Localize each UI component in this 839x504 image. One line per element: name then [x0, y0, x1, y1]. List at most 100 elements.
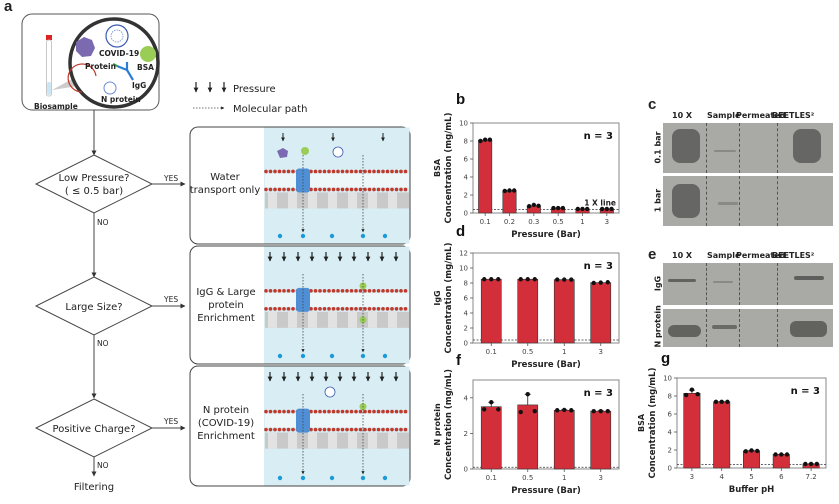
data-point — [584, 206, 590, 212]
lipid-head — [394, 409, 399, 414]
panel-g-letter: g — [661, 350, 670, 367]
igg-icon — [112, 62, 134, 81]
bar — [553, 409, 575, 470]
lane-divider — [706, 263, 707, 305]
covid-icon — [324, 386, 336, 398]
lipid-head — [327, 169, 331, 174]
water-molecule — [277, 353, 283, 359]
lipid-head — [331, 187, 336, 192]
lipid-head — [340, 409, 345, 414]
y-axis-label-analyte: IgG — [433, 290, 442, 305]
outcome-water-line2: transport only — [190, 185, 261, 196]
lipid-head — [273, 307, 277, 311]
lane-divider — [739, 176, 740, 226]
data-point — [478, 138, 483, 144]
data-point — [773, 452, 778, 457]
lipid-head — [340, 427, 345, 432]
outcome-box-0 — [189, 126, 411, 245]
label-covid: COVID-19 — [99, 49, 139, 58]
outcome-igg-line1: IgG & Large — [196, 287, 255, 298]
support-pore — [348, 311, 357, 328]
water-molecule — [382, 233, 388, 239]
lipid-head — [291, 307, 295, 311]
lipid-head — [345, 427, 349, 432]
plot-frame — [472, 379, 620, 470]
lipid-head — [349, 409, 354, 414]
lipid-head — [367, 187, 372, 192]
lipid-head — [318, 169, 322, 174]
lipid-head — [291, 427, 295, 432]
lipid-head — [264, 289, 268, 293]
y-tick-label: 10 — [663, 375, 672, 383]
x-tick-label: 0.5 — [553, 218, 564, 226]
lipid-head — [354, 409, 358, 414]
water-molecule — [329, 353, 335, 359]
y-axis-label: Concentration (mg/mL) — [444, 369, 454, 480]
lipid-head — [385, 187, 390, 192]
lipid-head — [372, 187, 376, 192]
lipid-head — [394, 187, 399, 192]
y-tick-label: 10 — [459, 265, 468, 273]
lipid-head — [313, 187, 318, 192]
lipid-head — [286, 289, 291, 293]
water-molecule — [277, 475, 283, 481]
data-point — [560, 205, 566, 211]
x-axis-label: Buffer pH — [729, 485, 775, 495]
data-point — [725, 399, 730, 405]
lipid-head — [381, 187, 385, 192]
lipid-head — [336, 427, 340, 432]
y-axis-label: Concentration (mg/mL) — [444, 112, 454, 223]
panel-b-letter: b — [456, 91, 465, 108]
data-point — [575, 206, 581, 212]
support-pore — [288, 432, 297, 449]
lipid-head — [313, 307, 318, 311]
lipid-head — [345, 409, 349, 414]
outcome-igg-line3: Enrichment — [197, 313, 255, 324]
lipid-head — [273, 289, 277, 293]
support-pore — [388, 192, 397, 209]
lipid-head — [286, 169, 291, 174]
data-point — [496, 407, 501, 412]
x-tick-label: 0.3 — [528, 218, 539, 226]
gel-column-label: Sample — [707, 251, 741, 260]
lipid-head — [268, 307, 273, 311]
panel-a-letter: a — [4, 0, 13, 15]
lipid-head — [372, 289, 376, 293]
label-n-protein: N protein — [101, 95, 141, 104]
x-tick-label: 7.2 — [806, 473, 817, 481]
x-tick-label: 1 — [562, 348, 566, 356]
data-point — [551, 205, 556, 211]
lipid-head — [358, 169, 363, 174]
lipid-head — [381, 289, 385, 293]
water-molecule — [382, 353, 388, 359]
label-biosample: Biosample — [34, 102, 78, 111]
lipid-head — [318, 187, 322, 192]
gel-column-label: Permeated — [736, 111, 786, 120]
lipid-head — [336, 307, 340, 311]
bar — [517, 404, 539, 470]
data-point — [605, 280, 610, 285]
lipid-head — [309, 427, 313, 432]
data-point — [755, 448, 760, 454]
data-point — [604, 206, 610, 212]
lipid-head — [336, 289, 340, 293]
data-point — [784, 452, 790, 457]
svg-text:Low Pressure?: Low Pressure? — [59, 173, 130, 184]
lipid-head — [349, 307, 354, 311]
gel-band — [668, 279, 696, 282]
lipid-head — [277, 169, 282, 174]
gel-column-label: Sample — [707, 111, 741, 120]
lipid-head — [331, 307, 336, 311]
outcome-water-line1: Water — [210, 172, 240, 183]
data-point — [555, 205, 561, 211]
panel-a-flowchart: Protein COVID-19 BSA IgG N protein Biosa… — [21, 13, 411, 493]
x-tick-label: 3 — [599, 474, 603, 482]
data-point — [518, 277, 523, 282]
x-axis-label: Pressure (Bar) — [511, 230, 581, 240]
data-point — [580, 206, 585, 212]
protein-icon — [76, 37, 95, 57]
data-point — [562, 277, 567, 282]
lipid-head — [390, 307, 394, 311]
lipid-head — [390, 427, 394, 432]
